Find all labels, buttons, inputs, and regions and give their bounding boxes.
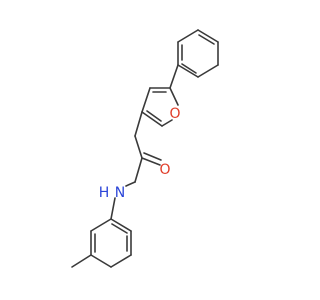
bond [71,254,92,268]
bond [90,218,112,232]
bond [169,87,179,106]
oxygen-ring-label: O [169,106,180,122]
atom-labels: O O N H [99,106,181,201]
nitrogen-amide-label: N [115,185,125,201]
bond [197,29,219,43]
bond [197,64,219,78]
bond [110,254,132,268]
bond [146,110,162,122]
bond [90,254,112,268]
bond [110,218,132,232]
bond [177,29,199,43]
bond [134,157,143,183]
bond [177,64,199,78]
bond [141,111,163,127]
bond [111,223,128,234]
bond [141,157,161,166]
bonds [71,29,219,268]
molecule-canvas: O O N H [71,29,219,268]
bond [161,119,173,127]
oxygen-carbonyl-label: O [159,162,170,178]
bond [110,197,116,220]
hydrogen-amide-label: H [99,185,110,201]
bond [198,34,215,45]
bond [141,87,151,113]
bond [143,152,162,161]
bond [181,63,197,74]
structure-drawing: O O N H [71,29,219,268]
bond [134,111,143,137]
bond [169,64,179,89]
bond [134,135,143,159]
bond [125,181,136,187]
